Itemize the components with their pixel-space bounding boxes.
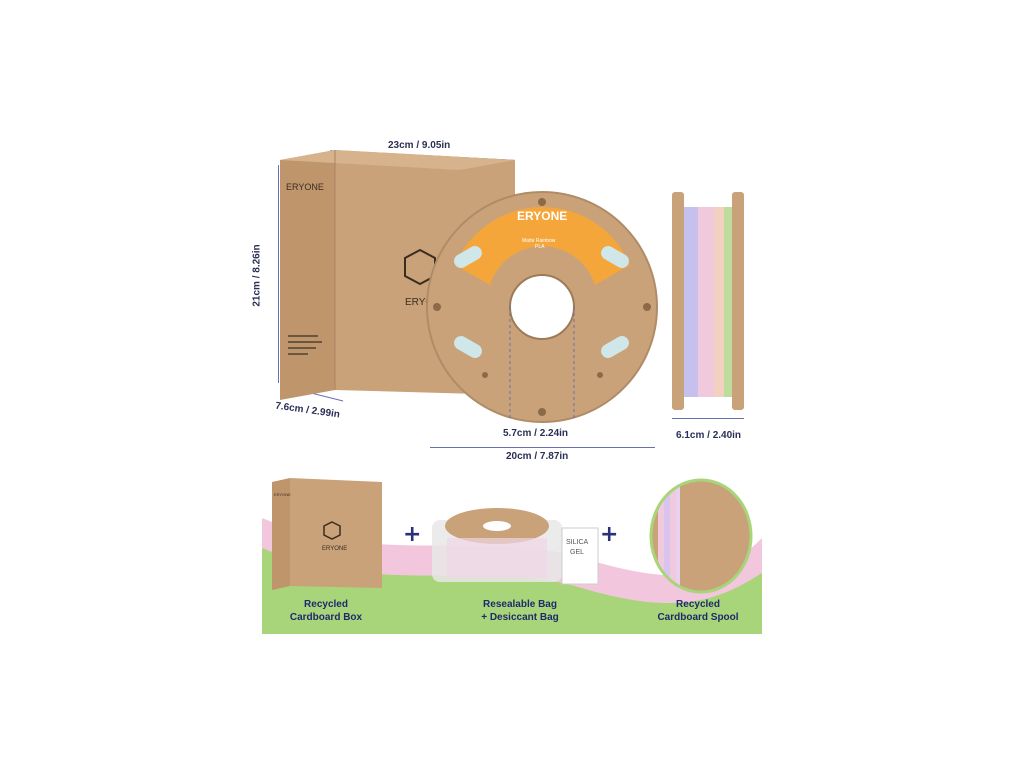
resealable-bag-image: SILICA GEL — [432, 508, 599, 585]
svg-text:GEL: GEL — [570, 549, 584, 556]
svg-text:ERYONE: ERYONE — [274, 492, 291, 497]
box-height-label: 21cm / 8.26in — [251, 244, 263, 307]
caption-recycled-box-line1: Recycled — [304, 599, 348, 610]
spool-diameter-label: 20cm / 7.87in — [506, 451, 569, 462]
plus-icon-2: + — [600, 522, 619, 547]
caption-resealable-bag-line2: + Desiccant Bag — [481, 612, 559, 623]
caption-recycled-spool: Recycled Cardboard Spool — [648, 598, 748, 624]
spool-width-line — [672, 418, 744, 419]
spool-width-label: 6.1cm / 2.40in — [676, 430, 742, 441]
desiccant-text: SILICA — [566, 539, 589, 546]
svg-text:Matte Rainbow: Matte Rainbow — [522, 238, 556, 244]
caption-recycled-box-line2: Cardboard Box — [289, 612, 363, 623]
caption-resealable-bag-line1: Resealable Bag — [483, 599, 557, 610]
caption-recycled-box: Recycled Cardboard Box — [276, 598, 376, 624]
caption-recycled-spool-line2: Cardboard Spool — [657, 612, 739, 623]
spool-front-image: ERYONE Matte Rainbow PLA — [426, 191, 658, 423]
spool-side-image — [672, 192, 744, 410]
box-width-label: 23cm / 9.05in — [388, 140, 451, 151]
caption-recycled-spool-line1: Recycled — [676, 599, 720, 610]
box-height-line — [278, 165, 279, 383]
spool-diameter-line — [430, 447, 655, 448]
caption-resealable-bag: Resealable Bag + Desiccant Bag — [465, 598, 575, 624]
recycled-box-image: ERYONE ERYONE — [272, 478, 382, 590]
recycled-spool-image — [649, 478, 753, 594]
plus-icon-1: + — [403, 522, 422, 547]
hub-diameter-label: 5.7cm / 2.24in — [503, 428, 569, 439]
svg-text:ERYONE: ERYONE — [322, 546, 347, 552]
svg-text:PLA: PLA — [535, 244, 545, 250]
spool-brand-text: ERYONE — [517, 209, 567, 223]
box-brand-text: ERYONE — [286, 182, 324, 192]
